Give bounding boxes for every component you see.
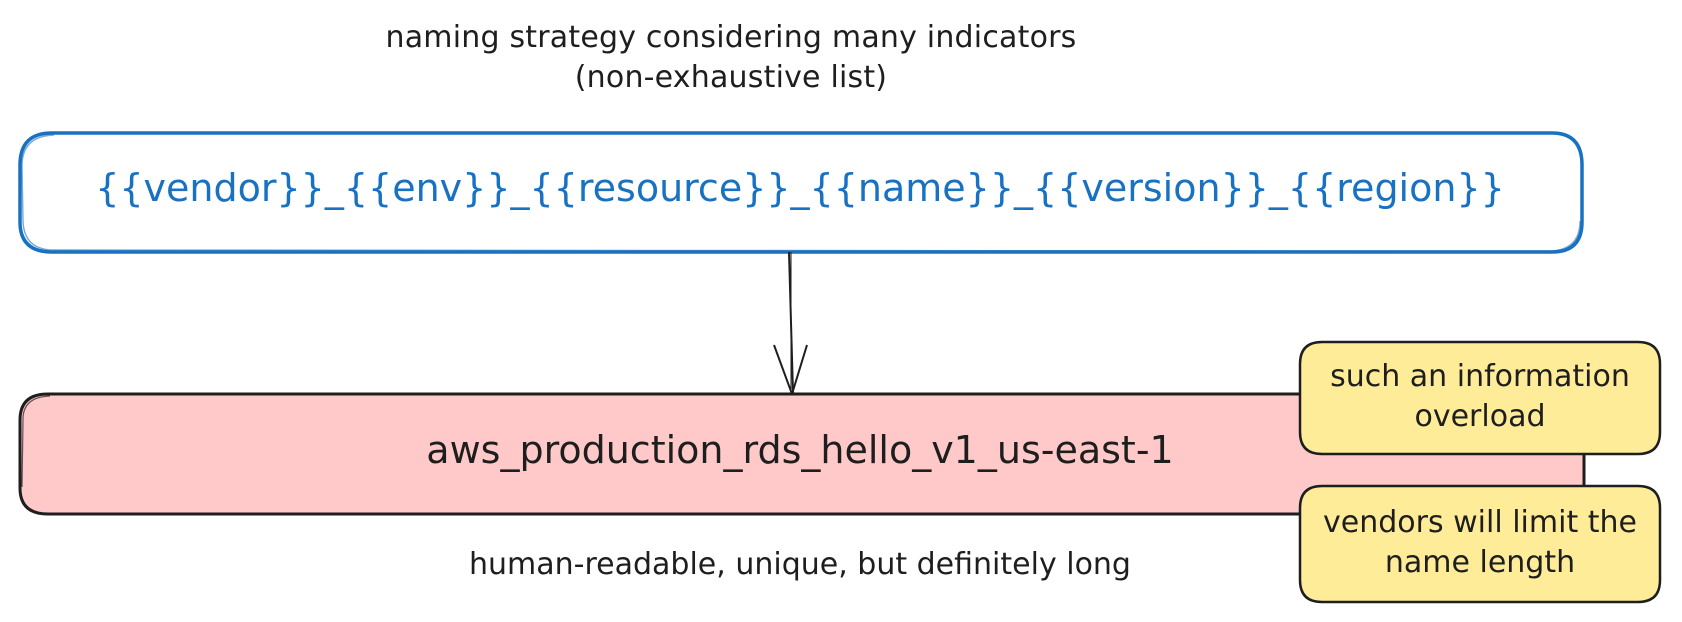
title-line-2: (non-exhaustive list) xyxy=(574,60,888,95)
note-2-text: vendors will limit the name length xyxy=(1300,503,1660,583)
note-2-line-2: name length xyxy=(1384,545,1576,580)
template-box-sketch-line xyxy=(21,134,1581,252)
note-2-box xyxy=(1298,484,1662,604)
template-pattern-text: {{vendor}}_{{env}}_{{resource}}_{{name}}… xyxy=(95,166,1505,210)
example-caption: human-readable, unique, but definitely l… xyxy=(469,547,1131,582)
note-1-text: such an information overload xyxy=(1300,357,1660,437)
note-1-line-2: overload xyxy=(1414,399,1546,434)
note-2-line-1: vendors will limit the xyxy=(1323,505,1637,540)
note-1-line-1: such an information xyxy=(1330,359,1630,394)
diagram-title: naming strategy considering many indicat… xyxy=(0,18,1572,98)
title-line-1: naming strategy considering many indicat… xyxy=(385,20,1077,55)
note-1-box xyxy=(1298,340,1662,456)
example-box-sketch-line xyxy=(21,395,51,488)
template-box xyxy=(18,131,1584,254)
example-name-text: aws_production_rds_hello_v1_us-east-1 xyxy=(426,428,1174,472)
